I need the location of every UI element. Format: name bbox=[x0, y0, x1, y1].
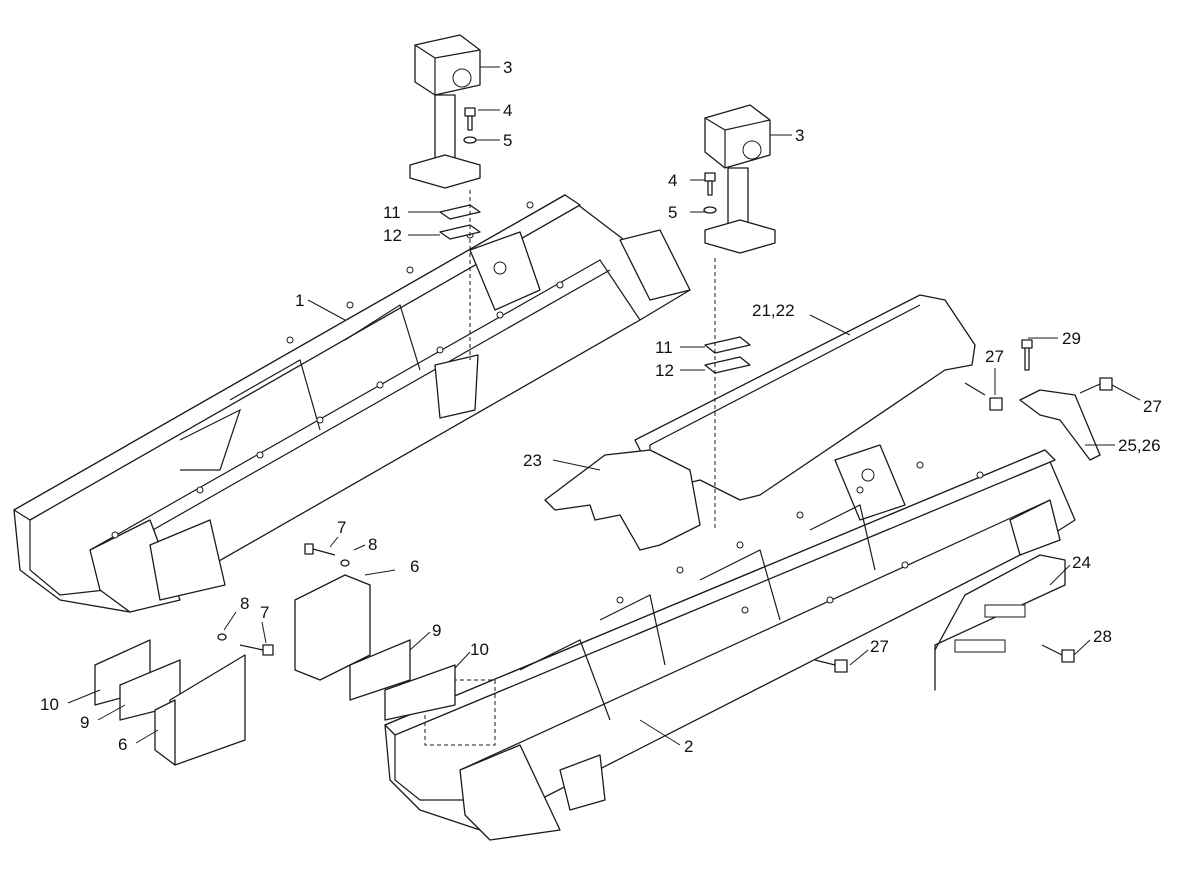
support-left bbox=[409, 34, 481, 189]
bolt-27-top bbox=[964, 382, 1003, 411]
callout-4-left: 4 bbox=[503, 101, 512, 120]
callout-5-left: 5 bbox=[503, 131, 512, 150]
bolt-27-center bbox=[814, 659, 848, 673]
callout-10-left: 10 bbox=[40, 695, 59, 714]
bolt-right bbox=[703, 172, 717, 214]
support-right bbox=[704, 104, 776, 254]
callout-labels: 1 2 3 3 4 4 5 5 6 6 7 7 8 8 9 9 10 10 11… bbox=[40, 58, 1162, 756]
callout-11-right: 11 bbox=[655, 338, 673, 357]
pad-assembly-left bbox=[94, 639, 246, 766]
callout-7-center: 7 bbox=[337, 518, 346, 537]
callout-8-center: 8 bbox=[368, 535, 377, 554]
bracket bbox=[1019, 339, 1101, 461]
callout-11-left: 11 bbox=[383, 203, 401, 222]
callout-21-22: 21,22 bbox=[752, 301, 795, 320]
callout-27-top: 27 bbox=[985, 347, 1004, 366]
callout-4-right: 4 bbox=[668, 171, 677, 190]
callout-2: 2 bbox=[684, 737, 693, 756]
callout-12-right: 12 bbox=[655, 361, 674, 380]
callout-6-left: 6 bbox=[118, 735, 127, 754]
callout-1: 1 bbox=[295, 291, 304, 310]
pad-assembly-center bbox=[294, 574, 456, 721]
callout-29: 29 bbox=[1062, 329, 1081, 348]
callout-7-left: 7 bbox=[260, 603, 269, 622]
right-track-frame bbox=[384, 444, 1076, 841]
bolt-left bbox=[463, 107, 477, 144]
callout-10-center: 10 bbox=[470, 640, 489, 659]
callout-9-left: 9 bbox=[80, 713, 89, 732]
callout-12-left: 12 bbox=[383, 226, 402, 245]
callout-25-26: 25,26 bbox=[1118, 436, 1161, 455]
callout-27-center: 27 bbox=[870, 637, 889, 656]
callout-3-right: 3 bbox=[795, 126, 804, 145]
callout-6-center: 6 bbox=[410, 557, 419, 576]
callout-8-left: 8 bbox=[240, 594, 249, 613]
bolts-left bbox=[217, 633, 274, 656]
shims-left bbox=[439, 190, 481, 360]
front-cover bbox=[544, 449, 701, 551]
callout-24: 24 bbox=[1072, 553, 1091, 572]
guard-plate bbox=[934, 554, 1066, 691]
bolt-27-right bbox=[1079, 377, 1113, 394]
callout-23: 23 bbox=[523, 451, 542, 470]
callout-27-right: 27 bbox=[1143, 397, 1162, 416]
callout-5-right: 5 bbox=[668, 203, 677, 222]
leader-lines bbox=[67, 66, 1141, 746]
bolts-center bbox=[304, 543, 350, 567]
callout-3-left: 3 bbox=[503, 58, 512, 77]
bolt-28 bbox=[1041, 644, 1075, 663]
shims-right bbox=[704, 258, 751, 530]
callout-28: 28 bbox=[1093, 627, 1112, 646]
callout-9-center: 9 bbox=[432, 621, 441, 640]
left-track-frame bbox=[13, 194, 691, 613]
